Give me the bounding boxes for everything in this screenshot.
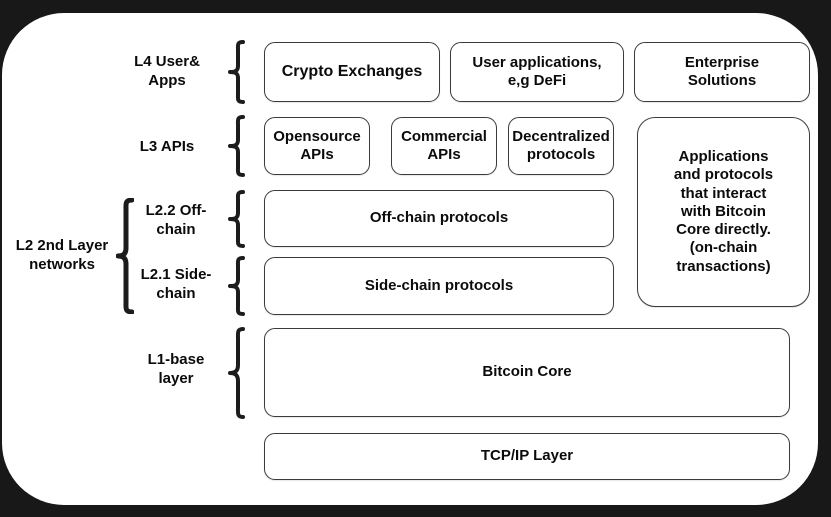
node-off-chain-protocols[interactable]: Off-chain protocols [264, 190, 614, 247]
node-opensource-apis[interactable]: Opensource APIs [264, 117, 370, 175]
layer-label-l2-1: L2.1 Side- chain [122, 260, 230, 310]
node-bitcoin-core[interactable]: Bitcoin Core [264, 328, 790, 417]
layer-label-l2-group: L2 2nd Layer networks [4, 232, 120, 280]
layer-label-l2-1-text: L2.1 Side- chain [140, 266, 212, 302]
node-off-chain-protocols-label: Off-chain protocols [369, 209, 509, 227]
layer-label-l2-2: L2.2 Off- chain [122, 196, 230, 246]
node-crypto-exchanges[interactable]: Crypto Exchanges [264, 42, 440, 102]
node-onchain-applications-label: Applications and protocols that interact… [673, 147, 774, 275]
layer-label-l1-text: L1-base layer [147, 351, 205, 387]
layer-label-l2-2-text: L2.2 Off- chain [145, 202, 207, 238]
node-onchain-applications[interactable]: Applications and protocols that interact… [637, 117, 810, 307]
node-commercial-apis-label: Commercial APIs [401, 127, 487, 163]
layer-label-l2-group-text: L2 2nd Layer networks [15, 237, 109, 273]
node-side-chain-protocols-label: Side-chain protocols [364, 276, 514, 294]
layer-label-l4: L4 User& Apps [108, 44, 226, 100]
layer-label-l4-text: L4 User& Apps [134, 53, 200, 89]
node-enterprise-solutions-label: Enterprise Solutions [684, 53, 760, 89]
node-decentralized-protocols-label: Decentralized protocols [512, 127, 610, 163]
node-side-chain-protocols[interactable]: Side-chain protocols [264, 257, 614, 315]
node-tcp-ip-layer-label: TCP/IP Layer [480, 447, 574, 465]
node-enterprise-solutions[interactable]: Enterprise Solutions [634, 42, 810, 102]
node-bitcoin-core-label: Bitcoin Core [482, 363, 572, 381]
node-opensource-apis-label: Opensource APIs [273, 127, 361, 163]
node-commercial-apis[interactable]: Commercial APIs [391, 117, 497, 175]
node-crypto-exchanges-label: Crypto Exchanges [281, 63, 423, 81]
layer-label-l3: L3 APIs [108, 132, 226, 162]
node-user-applications[interactable]: User applications, e,g DeFi [450, 42, 624, 102]
layer-label-l3-text: L3 APIs [139, 137, 195, 155]
node-decentralized-protocols[interactable]: Decentralized protocols [508, 117, 614, 175]
node-tcp-ip-layer[interactable]: TCP/IP Layer [264, 433, 790, 480]
node-user-applications-label: User applications, e,g DeFi [472, 53, 602, 89]
layer-label-l1: L1-base layer [122, 345, 230, 395]
